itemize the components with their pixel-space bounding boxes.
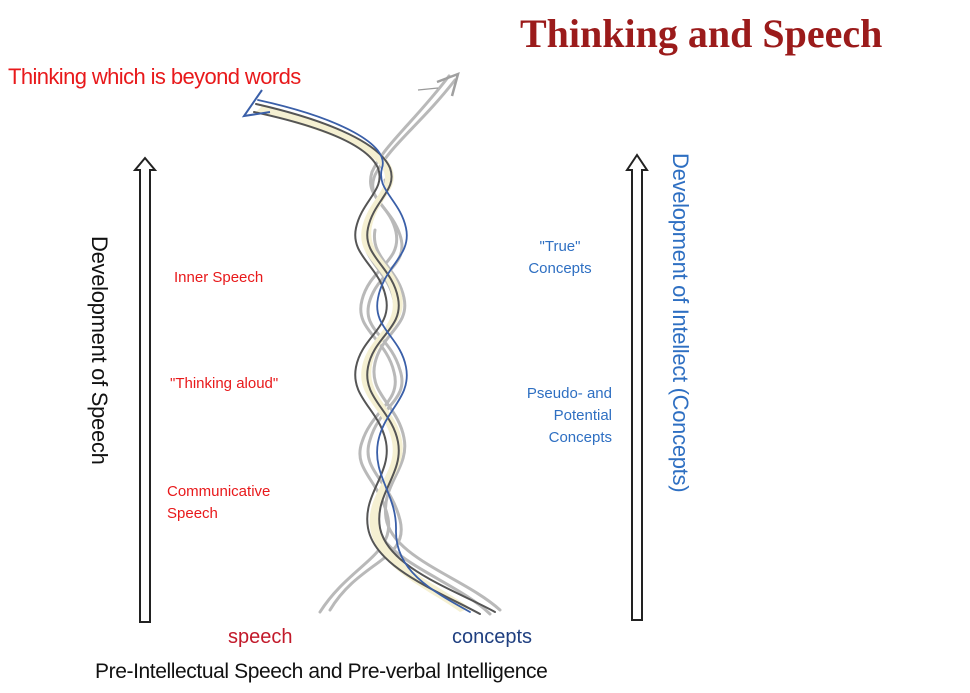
right-up-arrow (625, 153, 649, 621)
communicative-speech-label: Communicative Speech (167, 481, 270, 525)
pseudo-line-3: Concepts (548, 429, 612, 446)
true-concepts-line-1: "True" (539, 238, 581, 255)
communicative-line-1: Communicative (167, 483, 271, 500)
true-concepts-label: "True" Concepts (510, 236, 610, 280)
development-of-speech-label: Development of Speech (87, 236, 112, 465)
development-of-intellect-label: Development of Intellect (Concepts) (668, 153, 693, 493)
concepts-helix-strand (257, 99, 471, 613)
pseudo-line-1: Pseudo- and (526, 385, 612, 402)
speech-base-label: speech (228, 626, 293, 648)
pseudo-line-2: Potential (553, 407, 612, 424)
thinking-aloud-label: "Thinking aloud" (170, 375, 279, 392)
pseudo-potential-concepts-label: Pseudo- and Potential Concepts (486, 383, 612, 449)
bottom-caption: Pre-Intellectual Speech and Pre-verbal I… (95, 660, 548, 683)
inner-speech-label: Inner Speech (174, 269, 264, 286)
page-title: Thinking and Speech (520, 11, 883, 56)
communicative-line-2: Speech (167, 505, 218, 522)
beyond-words-label: Thinking which is beyond words (8, 64, 301, 89)
true-concepts-line-2: Concepts (528, 260, 592, 277)
gray-helix-strands (318, 74, 502, 616)
gray-arrowhead (436, 71, 460, 97)
cream-helix-strand (256, 106, 470, 612)
speech-arrowhead (241, 89, 271, 118)
concepts-base-label: concepts (452, 626, 533, 648)
label-leader-line (417, 87, 439, 91)
speech-helix-strand (253, 103, 496, 615)
left-up-arrow (132, 156, 158, 623)
